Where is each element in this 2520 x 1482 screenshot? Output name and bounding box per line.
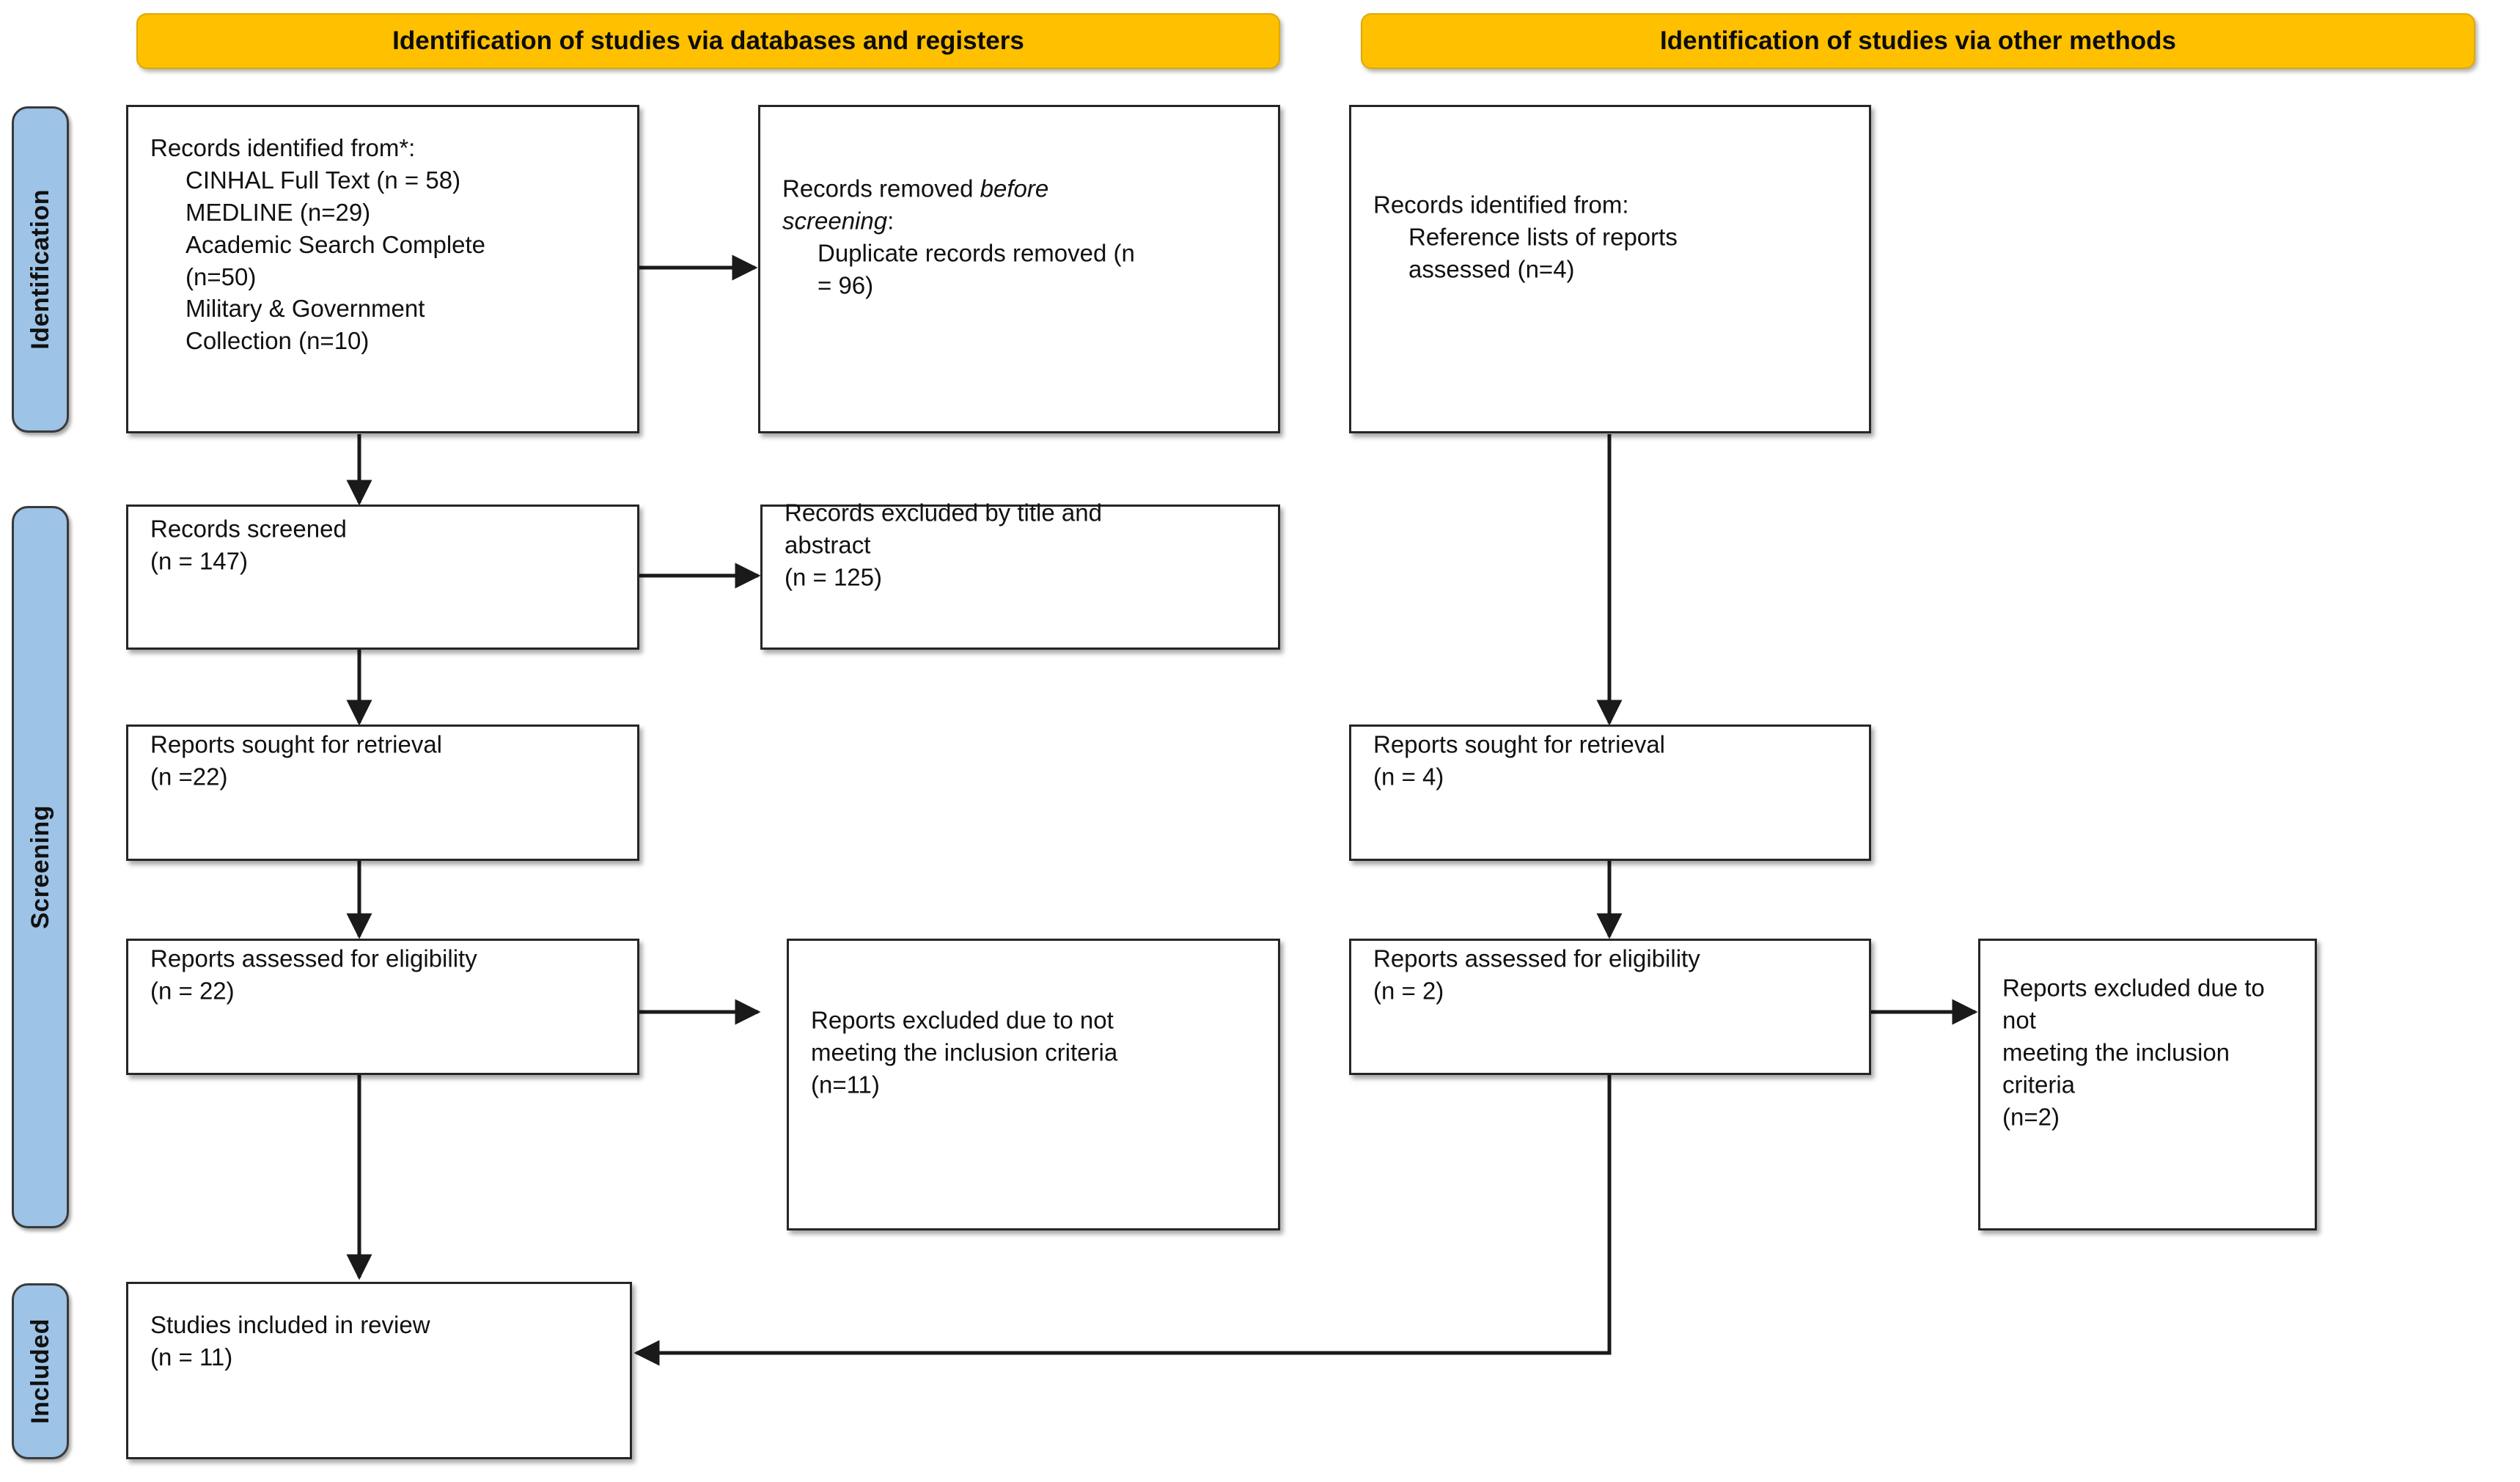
box-reports-sought-right-text: Reports sought for retrieval (n = 4) [1373,728,1856,857]
section-header-databases: Identification of studies via databases … [136,13,1280,69]
records-identified-line-2: MEDLINE (n=29) [185,198,371,226]
stage-bar-identification: Identification [12,106,69,433]
records-removed-line-1: Records removed before [782,172,1265,205]
reports-assessed-right-line-1: Reports assessed for eligibility [1373,944,1700,972]
studies-included-line-2: (n = 11) [150,1343,233,1371]
reports-excluded-right-line-2: meeting the inclusion criteria [2002,1038,2237,1098]
studies-included-line-1: Studies included in review [150,1311,430,1338]
reports-excluded-left-line-1: Reports excluded due to not [811,1006,1114,1034]
reports-excluded-right-line-1: Reports excluded due to not [2002,974,2271,1034]
records-identified-line-1: CINHAL Full Text (n = 58) [185,166,461,194]
records-screened-line-2: (n = 147) [150,547,248,575]
reports-assessed-right-line-2: (n = 2) [1373,977,1444,1005]
box-records-identified-other: Records identified from: Reference lists … [1349,105,1871,433]
records-identified-line-6: Collection (n=10) [185,327,370,355]
records-screened-line-1: Records screened [150,515,347,543]
reports-excluded-right-line-3: (n=2) [2002,1102,2060,1130]
records-identified-line-5: Military & Government [185,295,425,323]
records-identified-line-3: Academic Search Complete [185,230,486,258]
section-header-databases-label: Identification of studies via databases … [392,26,1024,55]
records-removed-line-2-plain: : [887,207,895,235]
reports-sought-left-line-1: Reports sought for retrieval [150,730,443,758]
records-excluded-line-1: Records excluded by title and [785,499,1102,527]
box-reports-assessed-left-text: Reports assessed for eligibility (n = 22) [150,942,624,1071]
reports-assessed-left-line-1: Reports assessed for eligibility [150,944,477,972]
reports-assessed-left-line-2: (n = 22) [150,977,235,1005]
stage-label-included: Included [26,1318,54,1424]
box-records-screened-text: Records screened (n = 147) [150,513,624,642]
section-header-other-methods-label: Identification of studies via other meth… [1660,26,2176,55]
records-excluded-line-3: (n = 125) [785,563,882,591]
box-reports-excluded-left: Reports excluded due to not meeting the i… [787,939,1280,1230]
box-reports-sought-right: Reports sought for retrieval (n = 4) [1349,725,1871,861]
box-records-identified: Records identified from*: CINHAL Full Tex… [126,105,639,433]
records-removed-line-2-italic: screening [782,207,888,235]
reports-excluded-left-line-3: (n=11) [811,1071,880,1098]
box-records-excluded: Records excluded by title and abstract (n … [760,499,1280,650]
records-removed-line-1-plain: Records removed [782,175,980,202]
stage-label-screening: Screening [26,805,54,929]
stage-bar-included: Included [12,1283,69,1459]
box-reports-assessed-right: Reports assessed for eligibility (n = 2) [1349,939,1871,1075]
records-excluded-line-2: abstract [785,531,871,559]
box-reports-sought-left-text: Reports sought for retrieval (n =22) [150,728,624,857]
box-studies-included: Studies included in review (n = 11) [126,1282,632,1459]
reports-excluded-left-line-2: meeting the inclusion criteria [811,1038,1118,1066]
box-studies-included-text: Studies included in review (n = 11) [150,1309,617,1438]
box-records-identified-other-text: Records identified from: Reference lists … [1373,188,1856,349]
reports-sought-right-line-2: (n = 4) [1373,763,1444,790]
records-identified-other-line-1: Records identified from: [1373,191,1629,219]
reports-sought-right-line-1: Reports sought for retrieval [1373,730,1666,758]
records-removed-line-2: screening: [782,205,1265,237]
box-reports-sought-left: Reports sought for retrieval (n =22) [126,725,639,861]
stage-bar-screening: Screening [12,506,69,1228]
stage-label-identification: Identification [26,189,54,350]
records-identified-other-line-3: assessed (n=4) [1408,255,1575,283]
records-identified-other-line-2: Reference lists of reports [1408,223,1678,251]
box-reports-excluded-left-text: Reports excluded due to not meeting the i… [811,1004,1265,1164]
box-records-screened: Records screened (n = 147) [126,505,639,650]
box-reports-assessed-left: Reports assessed for eligibility (n = 22) [126,939,639,1075]
box-records-excluded-text: Records excluded by title and abstract (n … [785,496,1265,657]
box-records-identified-text: Records identified from*: CINHAL Full Tex… [150,132,624,422]
reports-sought-left-line-2: (n =22) [150,763,228,790]
records-removed-line-3: Duplicate records removed (n [818,239,1135,267]
records-identified-line-0: Records identified from*: [150,134,416,161]
records-identified-line-4: (n=50) [185,263,257,290]
records-removed-line-1-italic: before [980,175,1049,202]
section-header-other-methods: Identification of studies via other meth… [1361,13,2475,69]
box-reports-assessed-right-text: Reports assessed for eligibility (n = 2) [1373,942,1856,1071]
records-removed-line-4: = 96) [818,271,874,298]
